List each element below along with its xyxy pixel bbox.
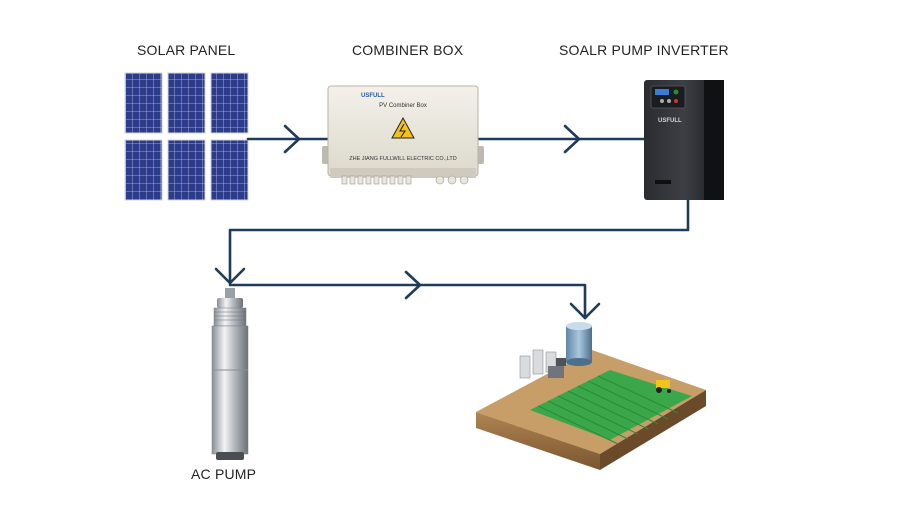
silos-icon bbox=[519, 349, 557, 379]
combiner-brand: USFULL bbox=[361, 93, 385, 99]
solar-panel-label: SOLAR PANEL bbox=[137, 42, 236, 58]
flow-arrow-down-icon bbox=[214, 267, 246, 285]
flow-arrow-right-icon bbox=[283, 124, 301, 154]
solar-panel bbox=[167, 139, 206, 201]
combiner-maker: ZHE JIANG FULLWILL ELECTRIC CO.,LTD bbox=[349, 156, 456, 162]
solar-panel bbox=[210, 139, 249, 201]
solar-panel bbox=[210, 72, 249, 134]
high-voltage-warning-icon bbox=[391, 116, 415, 139]
solar-panel bbox=[124, 72, 163, 134]
tractor-icon bbox=[656, 380, 671, 393]
inverter-label: SOALR PUMP INVERTER bbox=[559, 42, 729, 58]
combiner-box: USFULL PV Combiner Box ZHE JIANG FULLWIL… bbox=[322, 85, 484, 185]
flow-arrow-right-icon bbox=[563, 124, 581, 154]
flow-arrow-right-icon bbox=[404, 270, 422, 300]
irrigation-field bbox=[476, 322, 706, 470]
solar-panel-array bbox=[124, 72, 249, 201]
flow-line-pump-to-field bbox=[228, 283, 587, 320]
crop-field bbox=[530, 370, 692, 440]
inverter-display bbox=[655, 89, 669, 95]
flow-line-inverter-to-pump bbox=[228, 198, 690, 285]
inverter-brand: USFULL bbox=[658, 118, 682, 124]
ac-pump-label: AC PUMP bbox=[191, 466, 257, 482]
solar-panel bbox=[124, 139, 163, 201]
solar-pump-inverter: USFULL bbox=[644, 80, 724, 200]
flow-arrow-down-icon bbox=[569, 302, 601, 320]
pump-station-icon bbox=[548, 358, 566, 378]
combiner-box-label: COMBINER BOX bbox=[352, 42, 464, 58]
flow-lines bbox=[214, 124, 690, 320]
combiner-title: PV Combiner Box bbox=[379, 103, 427, 109]
cable-glands bbox=[341, 175, 469, 185]
water-tank-icon bbox=[566, 322, 592, 366]
ac-pump bbox=[211, 288, 249, 460]
solar-panel bbox=[167, 72, 206, 134]
